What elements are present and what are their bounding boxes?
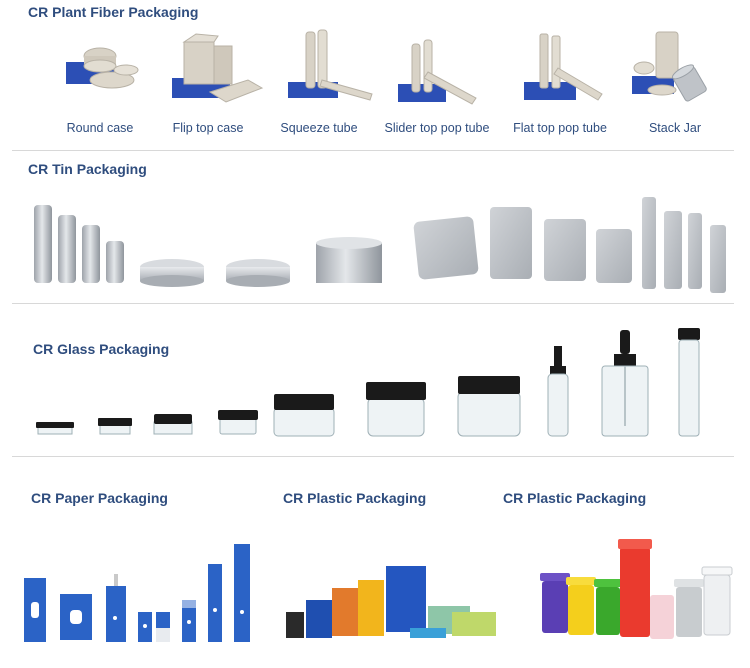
paper-title: CR Paper Packaging	[31, 490, 168, 506]
stack-jar-label: Stack Jar	[648, 121, 702, 135]
plastic-bags-title: CR Plastic Packaging	[283, 490, 427, 506]
flip-top-case-label: Flip top case	[172, 121, 244, 135]
tin-title: CR Tin Packaging	[28, 161, 147, 177]
flat-top-pop-tube-image	[524, 33, 603, 101]
slider-top-pop-tube-label: Slider top pop tube	[384, 121, 490, 135]
plant-fiber-title: CR Plant Fiber Packaging	[28, 4, 199, 20]
glass-title: CR Glass Packaging	[33, 341, 170, 357]
section-divider	[12, 150, 734, 151]
glass-packaging-image	[36, 328, 700, 437]
squeeze-tube-label: Squeeze tube	[280, 121, 358, 135]
section-divider	[12, 303, 734, 304]
plastic-bags-image	[286, 566, 496, 638]
paper-packaging-image	[24, 544, 250, 642]
flip-top-case-image	[172, 33, 264, 103]
round-case-label: Round case	[66, 121, 134, 135]
round-case-image	[66, 47, 139, 89]
squeeze-tube-image	[288, 29, 373, 101]
section-divider	[12, 456, 734, 457]
tin-packaging-image	[34, 197, 726, 293]
plastic-vials-image	[540, 539, 733, 639]
stack-jar-image	[632, 31, 707, 102]
flat-top-pop-tube-label: Flat top pop tube	[513, 121, 607, 135]
slider-top-pop-tube-image	[398, 39, 477, 105]
plastic-vials-title: CR Plastic Packaging	[503, 490, 647, 506]
